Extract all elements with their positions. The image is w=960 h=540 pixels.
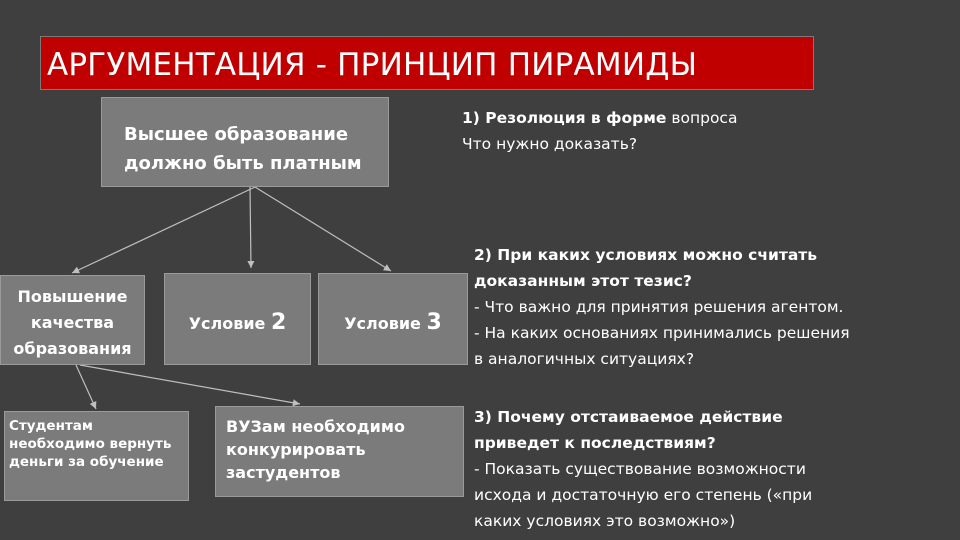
point-3-line-3: каких условиях это возможно»): [474, 512, 736, 530]
thesis-box: Высшее образование должно быть платным: [101, 97, 389, 187]
point-2-line-1: - Что важно для принятия решения агентом…: [474, 298, 844, 316]
point-3-line-1: - Показать существование возможности: [474, 460, 806, 478]
arrow-main-to-item3: [254, 186, 392, 272]
thesis-text: Высшее образование должно быть платным: [124, 124, 362, 174]
sub-argument-2-text: ВУЗам необходимо конкурировать застудент…: [226, 417, 405, 482]
point-3-heading-1: 3) Почему отстаиваемое действие: [474, 408, 783, 426]
sub-argument-1-text: Студентам необходимо вернуть деньги за о…: [9, 418, 172, 470]
point-2-heading-1: 2) При каких условиях можно считать: [474, 246, 818, 264]
sub-argument-1-box: Студентам необходимо вернуть деньги за о…: [4, 411, 189, 501]
point-3-heading-2: приведет к последствиям?: [474, 434, 716, 452]
condition-3-number: 3: [426, 310, 442, 335]
point-1-heading-tail: вопроса: [666, 109, 738, 127]
sub-argument-2-box: ВУЗам необходимо конкурировать застудент…: [215, 406, 464, 497]
condition-2-label: Условие: [188, 314, 266, 333]
point-3-line-2: исхода и достаточную его степень («при: [474, 486, 813, 504]
condition-2-number: 2: [270, 310, 287, 335]
condition-1-box: Повышение качества образования: [0, 275, 145, 365]
condition-2-box: Условие 2: [164, 273, 311, 365]
title-bar: АРГУМЕНТАЦИЯ - ПРИНЦИП ПИРАМИДЫ: [40, 36, 814, 90]
point-2-line-2: - На каких основаниях принимались решени…: [474, 324, 850, 342]
slide-title: АРГУМЕНТАЦИЯ - ПРИНЦИП ПИРАМИДЫ: [47, 47, 698, 83]
point-1: 1) Резолюция в форме вопроса Что нужно д…: [462, 105, 942, 157]
arrow-item1-to-sub1: [75, 364, 97, 410]
point-1-heading: 1) Резолюция в форме: [462, 109, 667, 127]
arrow-item1-to-sub2: [79, 364, 301, 407]
point-1-line-1: Что нужно доказать?: [462, 135, 638, 153]
point-2-line-3: в аналогичных ситуациях?: [474, 350, 695, 368]
arrow-main-to-item2: [247, 186, 255, 269]
point-2-heading-2: доказанным этот тезис?: [474, 272, 692, 290]
arrow-main-to-item1: [71, 186, 256, 274]
condition-1-text: Повышение качества образования: [13, 287, 132, 358]
condition-3-box: Условие 3: [318, 273, 468, 365]
point-2: 2) При каких условиях можно считать дока…: [474, 242, 944, 372]
condition-3-label: Условие: [344, 314, 421, 333]
point-3: 3) Почему отстаиваемое действие приведет…: [474, 404, 944, 534]
